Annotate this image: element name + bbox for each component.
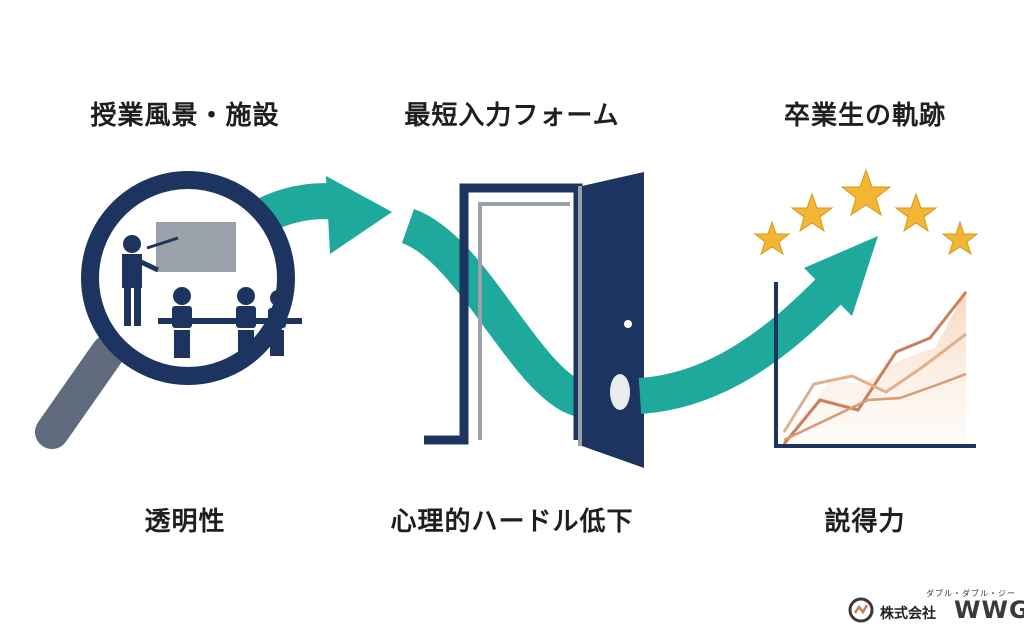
stars-icon — [753, 168, 979, 256]
label-graduate-track-record: 卒業生の軌跡 — [783, 101, 946, 131]
logo-gear-icon — [848, 597, 874, 623]
company-logo: ダブル・ダブル・ジー 株式会社 WWG — [846, 586, 1024, 630]
logo-mark: WWG — [954, 596, 1024, 624]
label-classroom-facilities: 授業風景・施設 — [90, 101, 280, 131]
label-short-input-form: 最短入力フォーム — [404, 101, 620, 131]
magnifier-classroom-icon — [35, 171, 302, 449]
teal-flow-arrow — [228, 176, 635, 421]
label-lower-psychological-barrier: 心理的ハードル低下 — [390, 507, 634, 537]
growth-chart-icon — [774, 282, 976, 448]
label-transparency: 透明性 — [144, 507, 226, 537]
logo-reading: ダブル・ダブル・ジー — [926, 589, 1016, 598]
label-persuasiveness: 説得力 — [824, 507, 906, 537]
logo-company: 株式会社 — [880, 606, 936, 622]
open-door-icon — [424, 172, 644, 468]
teal-flow-arrow-end — [638, 236, 878, 414]
